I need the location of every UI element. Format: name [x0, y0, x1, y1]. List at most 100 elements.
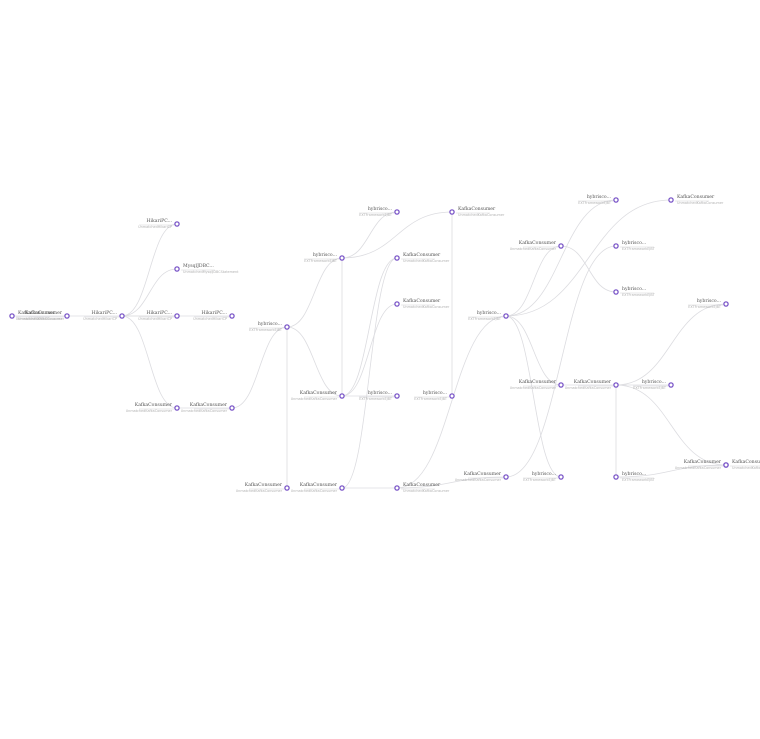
node-handle[interactable]: [558, 382, 564, 388]
node-handle[interactable]: [174, 266, 180, 272]
node-name: KafkaConsumer: [245, 482, 283, 488]
node-handle[interactable]: [174, 221, 180, 227]
node-name: KafkaConsumer: [519, 240, 557, 246]
flow-node[interactable]: HikariPC...UnmatchedHikariCP: [138, 310, 180, 321]
flow-node[interactable]: HikariPC...UnmatchedHikariCP: [193, 310, 235, 321]
node-handle[interactable]: [394, 393, 400, 399]
node-handle[interactable]: [284, 324, 290, 330]
node-handle[interactable]: [394, 301, 400, 307]
node-name: hybrisco...: [622, 286, 647, 292]
node-type: UnmatchedKafkaConsumer: [403, 305, 450, 309]
flow-edge: [341, 211, 398, 259]
flow-node[interactable]: hybrisco...EXTFrameworkEJBT: [613, 240, 656, 251]
node-name: KafkaConsumer: [403, 482, 441, 488]
node-name: hybrisco...: [697, 298, 722, 304]
flow-node[interactable]: hybrisco...EXTFrameworkEJBT: [613, 471, 656, 482]
node-name: hybrisco...: [423, 390, 448, 396]
node-handle[interactable]: [449, 393, 455, 399]
node-handle[interactable]: [449, 209, 455, 215]
node-type: UnmatchedKafkaConsumer: [403, 259, 450, 263]
node-name: hybrisco...: [313, 252, 338, 258]
node-type: UnmatchedKafkaConsumer: [236, 489, 283, 493]
flow-node[interactable]: hybrisco...EXTFrameworkEJBT: [633, 379, 674, 390]
node-name: KafkaConsumer: [300, 390, 338, 396]
flow-node[interactable]: hybrisco...EXTFrameworkEJBT: [578, 194, 619, 205]
node-type: UnmatchedKafkaConsumer: [16, 317, 63, 321]
node-name: KafkaConsumer: [403, 298, 441, 304]
node-handle[interactable]: [503, 313, 509, 319]
node-handle[interactable]: [339, 393, 345, 399]
flow-node[interactable]: hybrisco...EXTFrameworkEJBT: [523, 471, 564, 482]
flow-edge: [615, 464, 727, 478]
node-handle[interactable]: [339, 255, 345, 261]
flow-node[interactable]: hybrisco...EXTFrameworkEJBT: [304, 252, 345, 263]
node-handle[interactable]: [394, 209, 400, 215]
flow-edge: [286, 326, 343, 397]
node-type: UnmatchedKafkaConsumer: [677, 201, 724, 205]
node-handle[interactable]: [119, 313, 125, 319]
node-handle[interactable]: [558, 243, 564, 249]
node-handle[interactable]: [174, 405, 180, 411]
node-handle[interactable]: [613, 243, 619, 249]
node-handle[interactable]: [339, 485, 345, 491]
node-handle[interactable]: [723, 301, 729, 307]
flow-edge: [615, 303, 727, 386]
flow-edge: [396, 315, 507, 489]
node-handle[interactable]: [503, 474, 509, 480]
node-type: EXTFrameworkEJBT: [633, 386, 667, 390]
node-handle[interactable]: [613, 474, 619, 480]
flow-node[interactable]: hybrisco...EXTFrameworkEJBT: [414, 390, 455, 401]
node-handle[interactable]: [613, 197, 619, 203]
flow-node[interactable]: HikariPC...UnmatchedHikariCP: [138, 218, 180, 229]
node-handle[interactable]: [229, 405, 235, 411]
node-handle[interactable]: [668, 382, 674, 388]
flow-edge: [286, 257, 343, 328]
flow-node[interactable]: hybrisco...EXTFrameworkEJBT: [613, 286, 656, 297]
flow-edge: [231, 326, 288, 409]
node-name: HikariPC...: [147, 310, 173, 316]
node-name: hybrisco...: [477, 310, 502, 316]
flow-node[interactable]: HikariPC...UnmatchedHikariCP: [83, 310, 125, 321]
node-type: EXTFrameworkEJBT: [359, 397, 393, 401]
node-handle[interactable]: [723, 462, 729, 468]
flow-node[interactable]: hybrisco...EXTFrameworkEJBT: [688, 298, 729, 309]
node-handle[interactable]: [613, 382, 619, 388]
node-handle[interactable]: [174, 313, 180, 319]
flow-node[interactable]: MysqlJDBC...UnmatchedMysqlJDBCStatement: [174, 263, 239, 274]
node-handle[interactable]: [284, 485, 290, 491]
flow-edge: [615, 384, 727, 466]
flow-node[interactable]: hybrisco...EXTFrameworkEJBT: [359, 390, 400, 401]
node-type: UnmatchedKafkaConsumer: [291, 489, 338, 493]
node-handle[interactable]: [9, 313, 15, 319]
flow-node[interactable]: hybrisco...EXTFrameworkEJBT: [359, 206, 400, 217]
node-name: KafkaConsumer: [677, 194, 715, 200]
node-handle[interactable]: [394, 485, 400, 491]
node-type: EXTFrameworkEJBT: [468, 317, 502, 321]
flow-node[interactable]: hybrisco...EXTFrameworkEJBT: [249, 321, 290, 332]
node-handle[interactable]: [64, 313, 70, 319]
node-handle[interactable]: [613, 289, 619, 295]
node-handle[interactable]: [668, 197, 674, 203]
node-handle[interactable]: [558, 474, 564, 480]
flow-node[interactable]: hybrisco...EXTFrameworkEJBT: [468, 310, 509, 321]
node-handle[interactable]: [394, 255, 400, 261]
node-handle[interactable]: [229, 313, 235, 319]
